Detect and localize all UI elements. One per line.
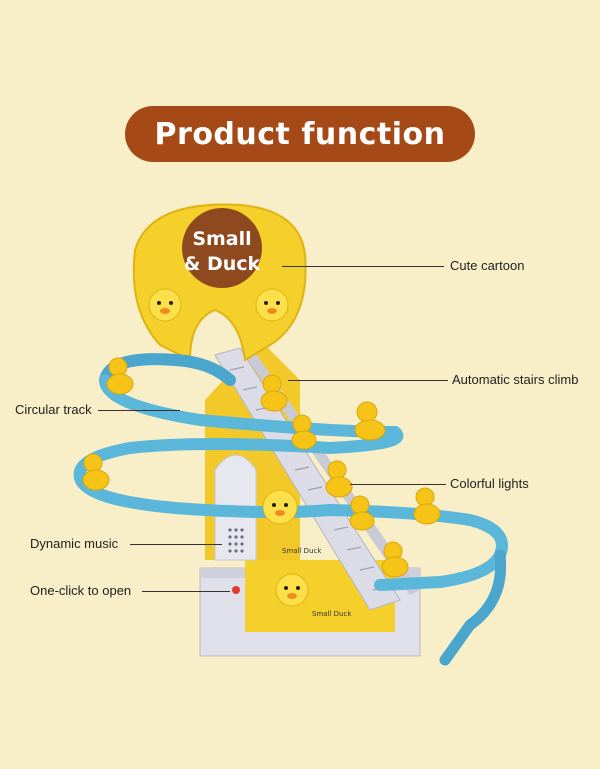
speaker-grille: [228, 528, 244, 553]
callout-one-click: One-click to open: [30, 583, 132, 598]
callout-cute-cartoon: Cute cartoon: [450, 258, 525, 273]
duck-figure: [413, 487, 441, 525]
callout-line-colorful-lights: [350, 484, 446, 485]
callout-colorful-lights: Colorful lights: [450, 476, 529, 491]
badge-line-1: Small: [192, 228, 251, 250]
callout-line-one-click: [142, 591, 230, 592]
callout-dynamic-music: Dynamic music: [30, 536, 119, 551]
callout-line-cute-cartoon: [282, 266, 444, 267]
cartoon-duck-face: [148, 288, 182, 322]
duck-figure: [325, 460, 353, 498]
duck-figure: [349, 495, 375, 531]
duck-sign-board: [132, 203, 307, 362]
callout-line-dynamic-music: [130, 544, 222, 545]
sticker-label: Small Duck: [312, 610, 352, 618]
duck-figure: [381, 541, 409, 578]
cartoon-duck-face: [255, 288, 289, 322]
power-button: [232, 586, 240, 594]
duck-figure: [82, 453, 110, 491]
duck-figure: [106, 357, 134, 395]
cartoon-duck-face: [275, 573, 309, 607]
duck-figure: [291, 414, 317, 450]
callout-line-circular-track: [98, 410, 180, 411]
duck-figure: [260, 374, 288, 412]
badge-line-2: & Duck: [184, 253, 261, 275]
title-banner: Product function: [125, 106, 475, 162]
cartoon-duck-face: [262, 489, 298, 525]
duck-figures: [82, 357, 441, 578]
callout-circular-track: Circular track: [15, 402, 92, 417]
callout-stairs-climb: Automatic stairs climb: [452, 372, 579, 387]
duck-figure: [354, 401, 386, 441]
page-title: Product function: [154, 116, 446, 152]
sticker-label: Small Duck: [282, 547, 322, 555]
callout-line-stairs-climb: [288, 380, 448, 381]
